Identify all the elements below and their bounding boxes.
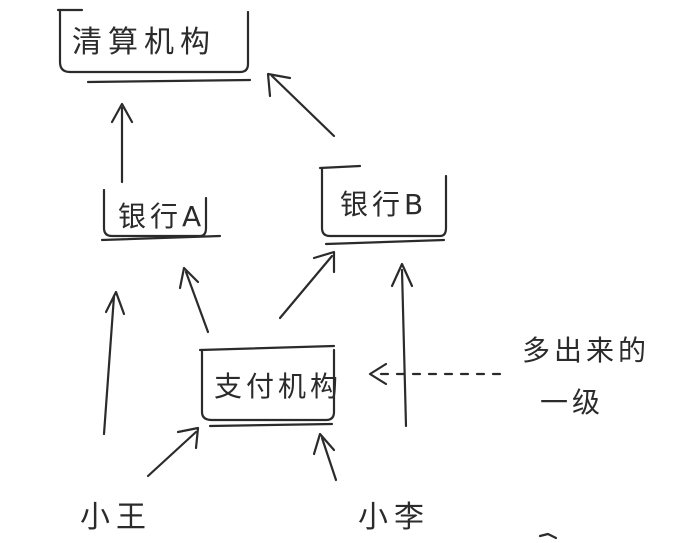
arrow-xiaowang-to-bank-a: [102, 290, 126, 436]
arrow-annotation-to-payment: [368, 362, 502, 386]
clearing-box-underline: [86, 78, 252, 84]
arrow-bank-b-to-clearing: [266, 72, 336, 138]
annotation-line2: 一级: [540, 386, 604, 419]
payment-box-top: [198, 344, 336, 352]
person-xiaowang-label: 小王: [80, 500, 152, 535]
arrow-xiaowang-to-payment: [146, 426, 200, 478]
clearing-label: 清算机构: [72, 25, 216, 60]
arrow-payment-to-bank-b: [278, 250, 336, 320]
bank-b-top: [318, 164, 362, 170]
bank-b-box: [320, 166, 448, 238]
payment-box-underline: [208, 422, 334, 428]
arrow-xiaoli-to-payment: [312, 432, 338, 482]
stray-mark: [538, 532, 558, 540]
person-xiaoli-label: 小李: [358, 500, 430, 535]
payment-label: 支付机构: [214, 370, 342, 403]
bank-a-label: 银行A: [118, 200, 205, 233]
clearing-institution-node: 清算机构: [56, 8, 252, 84]
payment-box: [200, 348, 336, 422]
bank-b-label: 银行B: [340, 188, 427, 221]
clearing-box: [58, 8, 250, 74]
arrow-bank-a-to-clearing: [110, 102, 134, 184]
bank-b-node: 银行B: [318, 164, 448, 246]
bank-b-underline: [324, 238, 446, 246]
annotation-line1: 多出来的: [522, 334, 650, 367]
bank-a-underline: [100, 234, 222, 242]
arrow-xiaoli-to-bank-b: [390, 262, 414, 428]
payment-institution-node: 支付机构: [198, 344, 342, 428]
bank-a-node: 银行A: [100, 188, 222, 242]
bank-a-box: [102, 188, 208, 238]
arrow-payment-to-bank-a: [178, 266, 210, 334]
